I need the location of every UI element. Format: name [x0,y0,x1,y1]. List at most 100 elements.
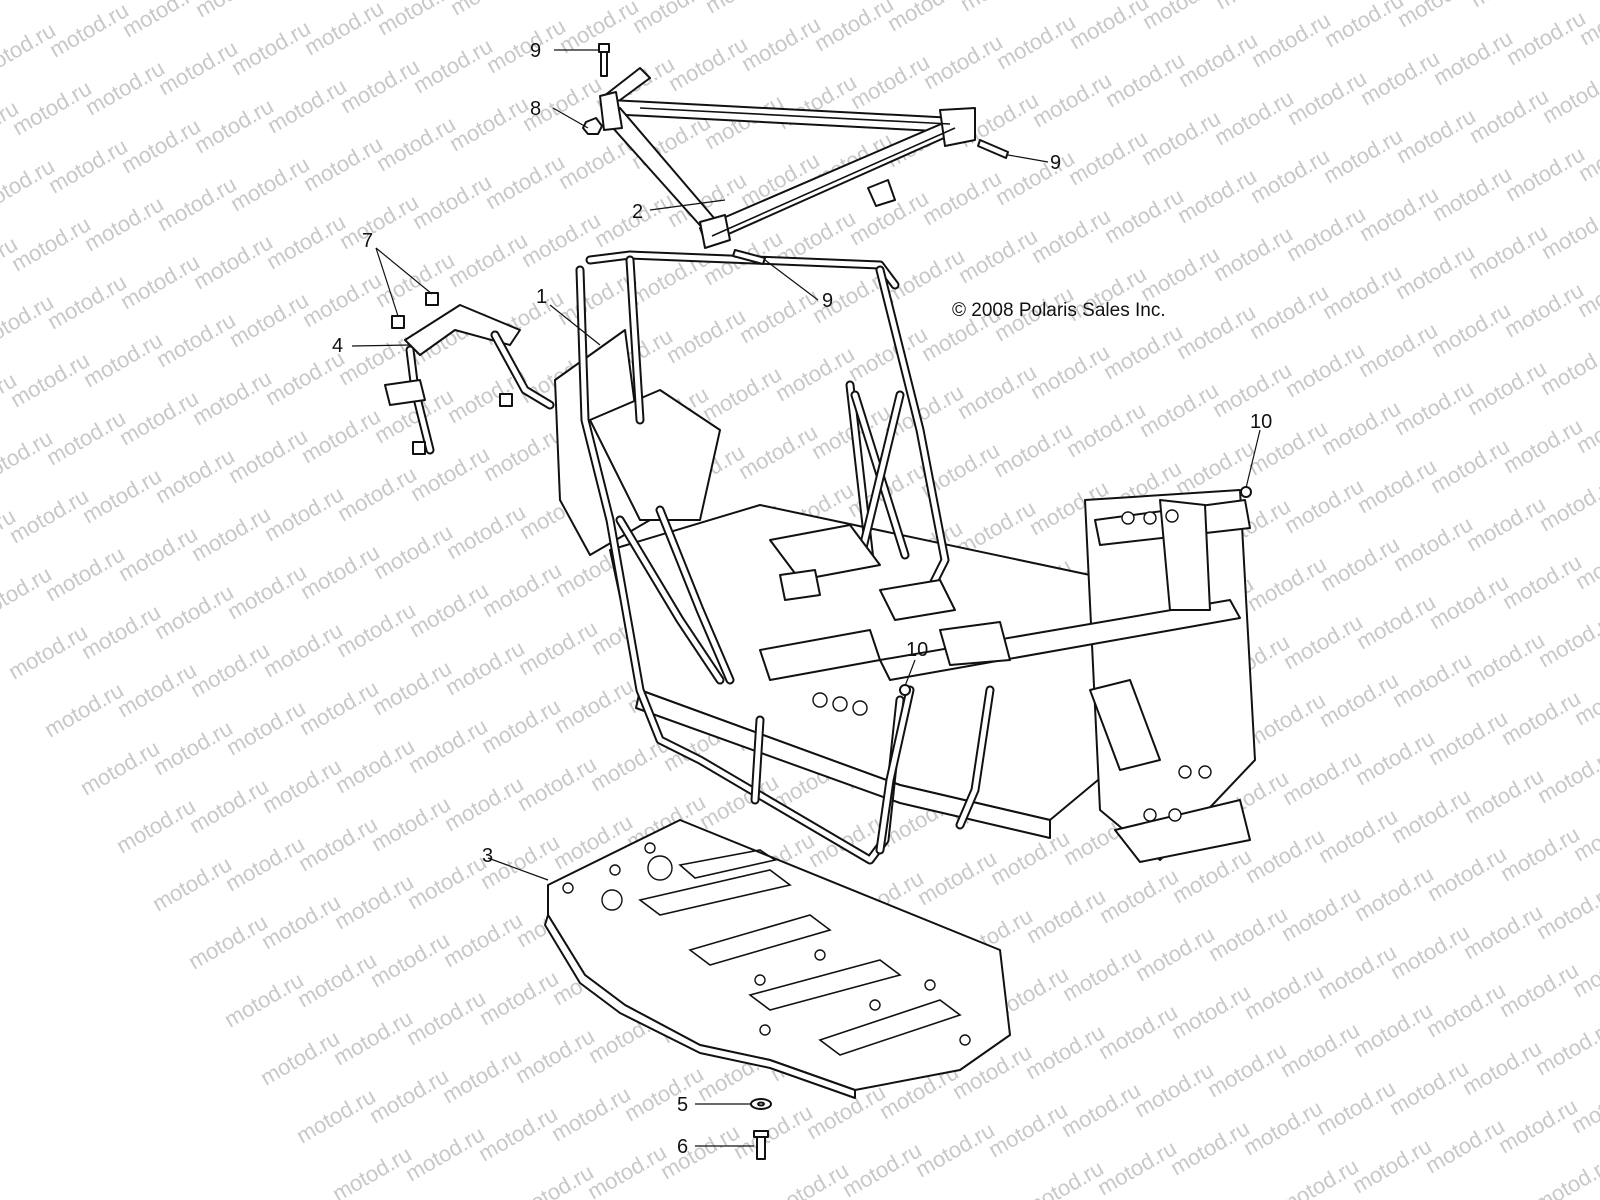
watermark-text: motod.ru [1242,687,1330,752]
watermark-text: motod.ru [336,53,424,118]
watermark-text: motod.ru [986,825,1074,890]
watermark-text: motod.ru [1209,221,1297,286]
watermark-text: motod.ru [404,713,492,778]
watermark-text: motod.ru [953,359,1041,424]
watermark-text: motod.ru [1021,1019,1109,1084]
watermark-text: motod.ru [662,303,750,368]
watermark-text: motod.ru [729,1099,817,1164]
watermark-text: motod.ru [1100,183,1188,248]
watermark-text: motod.ru [1166,1115,1254,1180]
watermark-text: motod.ru [6,347,94,412]
front-bracket[interactable] [384,304,555,455]
watermark-text: motod.ru [1348,1133,1436,1198]
watermark-text: motod.ru [1314,803,1402,868]
watermark-text: motod.ru [257,889,345,954]
watermark-text: motod.ru [367,791,455,856]
watermark-text: motod.ru [1138,0,1226,34]
watermark-text: motod.ru [992,9,1080,74]
watermark-text: motod.ru [1464,219,1552,284]
watermark-text: motod.ru [1501,141,1589,206]
watermark-text: motod.ru [152,307,240,372]
watermark-text: motod.ru [810,0,898,56]
watermark-text: motod.ru [299,131,387,196]
watermark-text: motod.ru [150,579,238,644]
callout-2: 2 [632,201,643,223]
watermark-text: motod.ru [1203,1037,1291,1102]
nuts[interactable] [899,486,1252,696]
watermark-text: motod.ru [1385,1055,1473,1120]
watermark-text: motod.ru [81,55,169,120]
watermark-text: motod.ru [116,249,204,314]
watermark-text: motod.ru [40,677,128,742]
callout-5: 5 [677,1094,688,1116]
watermark-text: motod.ru [1320,0,1408,52]
bolts[interactable] [598,43,1009,265]
watermark-text: motod.ru [292,1083,380,1148]
watermark-text: motod.ru [911,1117,999,1182]
watermark-text: motod.ru [913,845,1001,910]
watermark-text: motod.ru [513,751,601,816]
watermark-text: motod.ru [989,417,1077,482]
watermark-text: motod.ru [403,849,491,914]
watermark-text: motod.ru [1062,397,1150,462]
watermark-text: motod.ru [153,171,241,236]
watermark-text: motod.ru [114,521,202,586]
watermark-text: motod.ru [445,91,533,156]
watermark-text: motod.ru [1463,355,1551,420]
watermark-text: motod.ru [1421,1113,1509,1178]
washer[interactable] [750,1098,772,1110]
skid-plate[interactable] [544,819,1011,1099]
watermark-text: motod.ru [628,0,716,38]
watermark-text: motod.ru [477,693,565,758]
watermark-text: motod.ru [1246,143,1334,208]
watermark-text: motod.ru [482,13,570,78]
watermark-text: motod.ru [1099,319,1187,384]
watermark-text: motod.ru [1356,45,1444,110]
watermark-text: motod.ru [187,501,275,566]
callout-4: 4 [332,335,343,357]
watermark-text: motod.ru [42,405,130,470]
watermark-text: motod.ru [1027,203,1115,268]
watermark-text: motod.ru [259,617,347,682]
nut[interactable] [582,117,603,135]
watermark-text: motod.ru [1495,957,1583,1022]
watermark-text: motod.ru [226,151,314,216]
watermark-text: motod.ru [1352,589,1440,654]
rear-frame-support[interactable] [599,67,976,249]
watermark-text: motod.ru [765,1157,853,1200]
watermark-text: motod.ru [1094,999,1182,1064]
watermark-text: motod.ru [149,715,237,780]
watermark-text: motod.ru [1353,453,1441,518]
watermark-text: motod.ru [1535,471,1600,536]
watermark-text: motod.ru [76,735,164,800]
watermark-text: motod.ru [258,753,346,818]
watermark-text: motod.ru [1351,725,1439,790]
watermark-text: motod.ru [1210,85,1298,150]
watermark-text: motod.ru [1136,241,1224,306]
watermark-text: motod.ru [1392,103,1480,168]
watermark-text: motod.ru [77,599,165,664]
watermark-text: motod.ru [511,1023,599,1088]
callout-3: 3 [482,845,493,867]
watermark-text: motod.ru [401,1121,489,1186]
watermark-text: motod.ru [262,209,350,274]
watermark-text: motod.ru [1424,705,1512,770]
main-frame[interactable] [554,250,1256,865]
watermark-text: motod.ru [44,133,132,198]
watermark-text: motod.ru [844,321,932,386]
watermark-text: motod.ru [1313,939,1401,1004]
watermark-text: motod.ru [734,419,822,484]
watermark-text: motod.ru [954,223,1042,288]
watermark-text: motod.ru [1317,395,1405,460]
watermark-text: motod.ru [78,463,166,528]
watermark-text: motod.ru [481,149,569,214]
watermark-text: motod.ru [1423,841,1511,906]
watermark-text: motod.ru [9,0,97,4]
watermark-text: motod.ru [1316,531,1404,596]
watermark-text: motod.ru [1280,473,1368,538]
watermark-text: motod.ru [1530,1151,1600,1200]
watermark-text: motod.ru [117,113,205,178]
skid-plate-bolt[interactable] [753,1130,769,1160]
watermark-text: motod.ru [1245,279,1333,344]
watermark-text: motod.ru [583,1139,671,1200]
